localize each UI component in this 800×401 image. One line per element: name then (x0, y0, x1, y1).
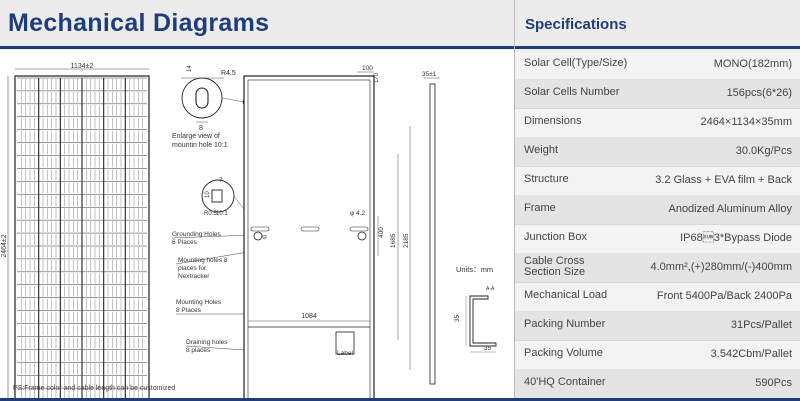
dim-170: 170 (374, 72, 380, 83)
drain-label-1: Draining holes (186, 339, 228, 346)
spec-header-underline (515, 46, 800, 49)
frame-section-view (465, 295, 497, 353)
spec-row: Packing Number 31Pcs/Pallet (515, 311, 800, 341)
specifications-panel: Specifications Solar Cell(Type/Size) MONO… (515, 0, 800, 401)
mount8-label-3: Nextracker (178, 273, 210, 280)
spec-value: 2464×1134×35mm (700, 116, 792, 128)
spec-value: 30.0Kg/Pcs (735, 145, 792, 157)
enlarge-d1: 14 (187, 65, 193, 72)
panel-front-view (14, 75, 150, 400)
mechanical-diagrams-panel: Mechanical Diagrams 1134±2 2464±2 R4.5 1… (0, 0, 515, 401)
section-aa: A-A (486, 286, 495, 292)
spec-row: Junction Box IP683*Bypass Diode (515, 224, 800, 254)
minus-sign: ⊖ (262, 235, 267, 241)
grnd-scale: 10:1 (216, 211, 228, 217)
spec-key: Frame (524, 202, 556, 214)
grnd-d1: 7 (219, 178, 223, 184)
panel-divider (514, 0, 515, 401)
spec-row: Solar Cells Number 156pcs(6*26) (515, 79, 800, 109)
width-dim-text: 1134±2 (71, 63, 94, 70)
grnd-d2: 10 (205, 191, 211, 198)
spec-key: Structure (524, 173, 569, 185)
spec-value: 156pcs(6*26) (726, 87, 792, 99)
drain-label-2: 8 places (186, 347, 211, 354)
dim-400: 400 (378, 227, 385, 238)
enlarge-label-1: Enlarge view of (172, 133, 220, 140)
spec-key: 40'HQ Container (524, 376, 606, 388)
grounding-label-1: Grounding Holes (172, 231, 222, 238)
spec-row: 40'HQ Container 590Pcs (515, 369, 800, 399)
mount-label-1: Mounting Holes (176, 299, 222, 306)
grnd-radius: R0.5 (204, 211, 217, 217)
spec-key: Solar Cells Number (524, 86, 620, 98)
mechanical-drawing: 1134±2 2464±2 R4.5 14 8 Enlarge view of … (1, 63, 497, 400)
dim-phi: φ 4.2 (350, 210, 365, 217)
spec-value: Anodized Aluminum Alloy (668, 203, 792, 215)
spec-row: Mechanical Load Front 5400Pa/Back 2400Pa (515, 282, 800, 312)
grounding-hole-view: 7 10 R0.5 10:1 (201, 178, 248, 217)
spec-key: Junction Box (524, 231, 587, 243)
bottom-border (0, 398, 800, 401)
spec-row: Weight 30.0Kg/Pcs (515, 137, 800, 167)
frame-dim-35a: 35 (454, 314, 461, 322)
spec-value: 3.542Cbm/Pallet (710, 348, 792, 360)
mechanical-diagrams-title: Mechanical Diagrams (8, 9, 270, 37)
spec-value: 31Pcs/Pallet (730, 319, 792, 331)
customization-note: PS:Frame color and cable length can be c… (13, 385, 176, 392)
callout-lines (171, 234, 253, 351)
height-dim-text: 2464±2 (1, 234, 8, 257)
spec-value: 4.0mm²,(+)280mm/(-)400mm (650, 261, 793, 273)
dim-2185: 2185 (403, 233, 410, 248)
spec-key: Packing Volume (524, 347, 603, 359)
spec-key: Solar Cell(Type/Size) (524, 57, 628, 69)
mount-label-2: 8 Places (176, 307, 202, 314)
mount8-label-1: Mounting holes 8 (178, 257, 228, 264)
spec-value: 3.2 Glass + EVA film + Back (655, 174, 792, 186)
spec-value: MONO(182mm) (713, 58, 792, 70)
spec-key: Weight (524, 144, 559, 156)
frame-dim-35b: 35 (484, 345, 492, 352)
enlarge-label-2: mountin hole 10:1 (172, 142, 228, 149)
spec-row: Structure 3.2 Glass + EVA film + Back (515, 166, 800, 196)
enlarge-mounting-hole-view: R4.5 14 8 Enlarge view of mountin hole 1… (172, 65, 250, 149)
spec-value: Front 5400Pa/Back 2400Pa (656, 290, 792, 302)
spec-row: Frame Anodized Aluminum Alloy (515, 195, 800, 225)
enlarge-radius: R4.5 (221, 70, 236, 77)
panel-back-view (243, 75, 375, 400)
spec-key: Dimensions (524, 115, 582, 127)
mount8-label-2: places for (178, 265, 207, 272)
spec-key: Mechanical Load (524, 289, 608, 301)
label-box-text: Label (337, 350, 353, 357)
spec-row: Packing Volume 3.542Cbm/Pallet (515, 340, 800, 370)
dim-35-side: 35±1 (422, 71, 437, 78)
dim-100: 100 (362, 65, 373, 72)
dim-1084: 1084 (301, 313, 317, 320)
units-text: Units：mm (456, 265, 493, 274)
grounding-label-2: 6 Places (172, 239, 198, 246)
spec-row: Dimensions 2464×1134×35mm (515, 108, 800, 138)
spec-value: 590Pcs (755, 377, 792, 389)
mechanical-diagrams-header: Mechanical Diagrams (0, 0, 515, 50)
spec-value: IP683*Bypass Diode (680, 232, 792, 244)
specifications-title: Specifications (525, 16, 627, 33)
spec-key: Packing Number (524, 318, 606, 330)
header-underline (0, 46, 515, 49)
panel-side-view (424, 77, 440, 385)
specifications-header: Specifications (515, 0, 800, 50)
spec-row: Solar Cell(Type/Size) MONO(182mm) (515, 50, 800, 80)
enlarge-d2: 8 (199, 125, 203, 132)
dim-1685: 1685 (390, 233, 397, 248)
